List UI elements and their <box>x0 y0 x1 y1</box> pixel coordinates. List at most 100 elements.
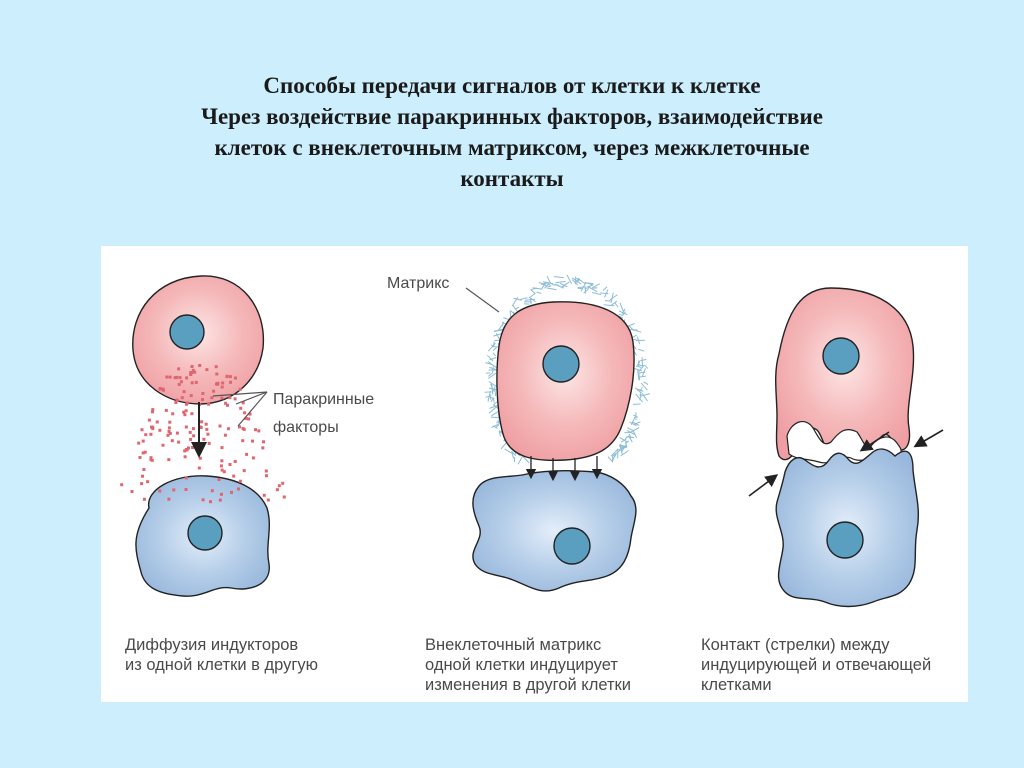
label-paracrine-factors-1: Паракринные <box>273 391 374 408</box>
factor-dot <box>264 469 268 473</box>
factor-dot <box>257 429 261 433</box>
matrix-fiber <box>640 393 650 397</box>
matrix-fiber <box>644 364 649 369</box>
factor-dot <box>192 434 196 438</box>
matrix-fiber <box>500 441 508 450</box>
factor-dot <box>175 375 179 379</box>
matrix-fiber <box>630 329 638 331</box>
matrix-fiber <box>591 292 602 296</box>
matrix-fiber <box>629 427 640 434</box>
factor-dot <box>184 488 188 491</box>
factor-dot <box>225 374 229 378</box>
matrix-fiber <box>602 286 608 291</box>
matrix-fiber <box>584 282 594 285</box>
factor-dot <box>144 433 148 437</box>
matrix-fiber <box>591 283 600 289</box>
matrix-fiber <box>514 306 520 310</box>
matrix-fiber <box>504 448 514 455</box>
matrix-fiber <box>492 345 499 351</box>
matrix-fiber <box>489 405 498 409</box>
matrix-fiber <box>641 357 644 367</box>
factor-dot <box>142 497 146 501</box>
factor-dot <box>247 417 251 421</box>
matrix-fiber <box>553 276 564 279</box>
factor-dot <box>173 376 177 380</box>
factor-dot <box>149 456 153 460</box>
matrix-fiber <box>618 314 624 316</box>
factor-dot <box>164 408 168 412</box>
factor-dot <box>140 428 144 432</box>
matrix-fiber <box>577 287 584 290</box>
factor-dot <box>137 441 141 445</box>
factor-dot <box>149 432 153 436</box>
factor-dot <box>217 478 221 481</box>
factor-dot <box>215 372 219 376</box>
factor-dot <box>226 403 229 407</box>
matrix-fiber <box>542 281 554 285</box>
caption-panel-2-line-2: одной клетки индуцирует <box>425 656 618 674</box>
matrix-fiber <box>575 277 582 282</box>
matrix-fiber <box>635 393 644 403</box>
matrix-fiber <box>538 281 545 285</box>
nucleus-responding-2 <box>553 527 591 565</box>
matrix-fiber <box>637 369 640 381</box>
contact-arrow-left <box>748 474 779 497</box>
factor-dot <box>234 376 237 380</box>
factor-dot <box>190 412 194 416</box>
factor-dot <box>201 398 204 401</box>
factor-dot <box>261 446 265 450</box>
contact-arrow-right <box>913 429 944 448</box>
matrix-fiber <box>603 304 615 307</box>
factor-dot <box>191 446 195 449</box>
matrix-fiber <box>497 322 505 332</box>
panel-matrix: Матрикс Внеклеточный матрикс одной клетк… <box>387 274 650 694</box>
label-paracrine-factors-2: факторы <box>273 419 339 436</box>
caption-panel-2-line-3: изменения в другой клетки <box>425 676 631 694</box>
factor-dot <box>151 410 154 414</box>
factor-dot <box>245 452 249 456</box>
factor-dot <box>158 387 162 391</box>
factor-dot <box>237 487 240 491</box>
factor-dot <box>220 446 224 450</box>
nucleus-inducing-3 <box>822 337 860 375</box>
factor-dot <box>184 409 188 413</box>
factor-dot <box>210 489 214 493</box>
factor-dot <box>221 381 225 385</box>
factor-dot <box>185 376 189 380</box>
caption-panel-1-line-2: из одной клетки в другую <box>125 656 318 674</box>
matrix-fiber <box>619 302 624 312</box>
matrix-fiber <box>511 452 514 459</box>
matrix-fiber <box>632 414 639 418</box>
matrix-fiber <box>540 283 551 288</box>
matrix-fiber <box>491 422 501 428</box>
factor-dot <box>178 376 182 380</box>
factor-dot <box>254 428 257 432</box>
factor-dot <box>188 430 192 434</box>
matrix-fiber <box>555 280 566 284</box>
factor-dot <box>193 370 197 374</box>
factor-dot <box>180 396 184 400</box>
factor-dot <box>251 456 255 460</box>
factor-dot <box>141 439 145 443</box>
matrix-fiber <box>488 406 498 414</box>
factor-dot <box>200 420 204 424</box>
matrix-fiber <box>546 287 557 291</box>
matrix-fiber <box>619 436 628 443</box>
matrix-fiber <box>619 444 625 448</box>
matrix-fiber <box>614 302 619 308</box>
factor-dot <box>214 365 218 369</box>
factor-dot <box>220 396 224 400</box>
matrix-fiber <box>530 297 532 304</box>
factor-dot <box>219 464 223 468</box>
factor-dot <box>209 500 212 504</box>
matrix-fiber <box>546 275 552 285</box>
matrix-fiber <box>627 435 633 443</box>
factor-dot <box>220 459 224 463</box>
factor-dot <box>183 455 187 459</box>
factor-dot <box>158 428 162 432</box>
factor-dot <box>187 446 190 450</box>
panel-paracrine: Паракринные факторы Диффузия индукторов … <box>120 275 374 674</box>
matrix-fiber <box>633 367 642 372</box>
factor-dot <box>150 458 154 462</box>
nucleus-inducing-1 <box>169 314 205 350</box>
